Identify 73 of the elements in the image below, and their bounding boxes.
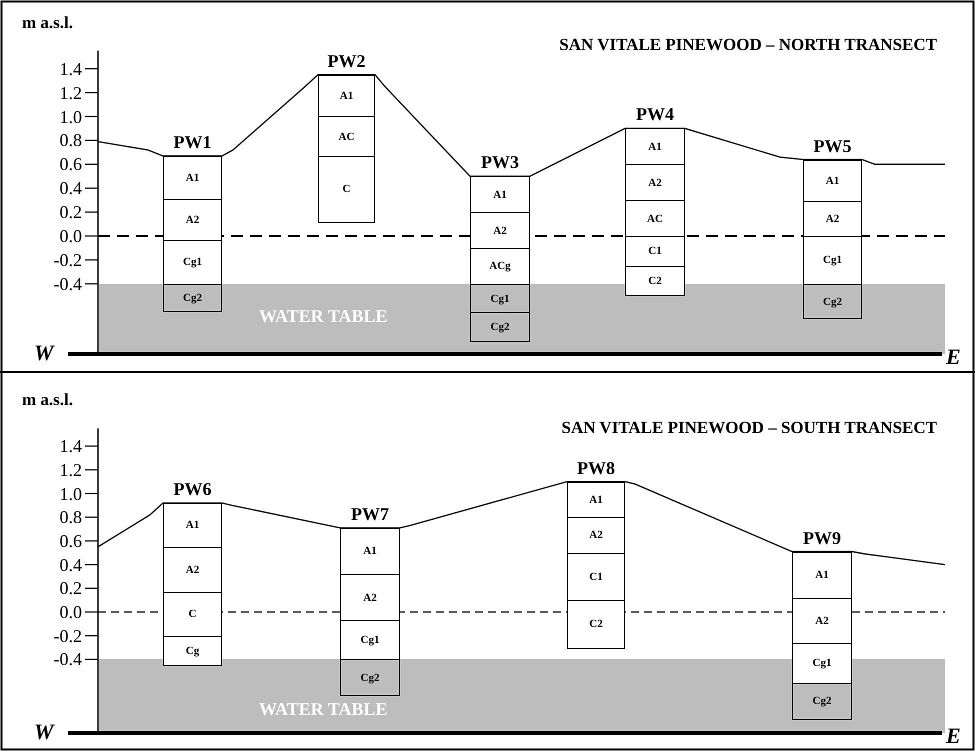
axis-tick-label: 0.2 [60,579,82,598]
profile-label: PW1 [172,132,212,152]
soil-horizon-box: A1 [340,528,400,576]
soil-horizon-box: Cg1 [340,620,400,660]
soil-horizon-box: ACg [470,248,530,285]
axis-tick-label: 1.0 [60,108,82,126]
soil-horizon-box: Cg2 [792,683,852,720]
soil-horizon-box: A2 [803,201,862,237]
soil-horizon-box: C [318,156,375,223]
direction-label: E [946,346,961,368]
profile-label: PW7 [350,504,390,524]
soil-horizon-box: A2 [340,574,400,622]
soil-horizon-box: Cg2 [470,312,530,342]
soil-horizon-box: A1 [318,74,375,118]
axis-tick-label: 1.4 [60,60,82,78]
axis-tick-label: 0.0 [60,603,82,621]
soil-horizon-box: A2 [470,212,530,249]
profile-label: PW9 [802,528,842,548]
soil-horizon-box: A1 [625,128,685,166]
profile-label: PW4 [635,104,675,124]
axis-tick-label: -0.2 [54,250,82,269]
axis-tick-label: 0.4 [60,179,82,198]
panel-title: SAN VITALE PINEWOOD – NORTH TRANSECT [559,36,937,53]
soil-horizon-box: C2 [567,600,625,649]
profile-label: PW2 [326,50,366,71]
soil-horizon-box: A1 [803,160,862,202]
soil-horizon-box: C2 [625,266,685,296]
axis-tick-label: 0.8 [60,131,82,150]
soil-horizon-box: A2 [163,198,222,241]
soil-horizon-box: AC [625,200,685,237]
panel-title: SAN VITALE PINEWOOD – SOUTH TRANSECT [561,419,937,436]
axis-tick-label: -0.4 [54,650,82,668]
axis-tick-label: 1.4 [60,437,82,456]
axis-tick-label: -0.4 [54,274,82,293]
soil-horizon-box: Cg1 [163,240,222,285]
soil-horizon-box: Cg1 [792,642,852,684]
soil-horizon-box: A2 [625,164,685,202]
direction-label: W [34,342,54,364]
axis-tick-label: 0.0 [60,227,82,245]
soil-horizon-box: Cg2 [340,659,400,696]
soil-horizon-box: Cg1 [803,236,862,285]
soil-horizon-box: AC [318,116,375,157]
soil-horizon-box: Cg [163,636,222,666]
profile-label: PW5 [812,136,852,156]
axis-tick-label: 1.0 [60,484,82,502]
axis-tick-label: 0.2 [60,203,82,222]
profile-label: PW8 [576,458,616,478]
soil-horizon-box: C1 [567,552,625,602]
axis-tick-label: 1.2 [60,460,82,479]
profile-label: PW6 [172,478,212,499]
axis-tick-label: 0.4 [60,556,82,574]
axis-tick-label: 0.6 [60,532,82,550]
soil-horizon-box: A1 [470,176,530,214]
direction-label: W [34,721,54,743]
soil-horizon-box: A2 [792,598,852,644]
soil-horizon-box: A1 [163,502,222,548]
axis-tick-label: -0.2 [54,626,82,645]
soil-horizon-box: Cg2 [803,284,862,320]
soil-horizon-box: A1 [567,482,625,518]
axis-tick-label: 0.6 [60,155,82,174]
soil-horizon-box: A2 [163,546,222,593]
soil-horizon-box: C1 [625,236,685,267]
axis-tick-label: 1.2 [60,84,82,102]
profile-label: PW3 [480,152,520,172]
soil-horizon-box: A1 [163,156,222,200]
soil-horizon-box: A1 [792,552,852,599]
axis-tick-label: 0.8 [60,508,82,526]
direction-label: E [946,725,961,747]
axis-unit-label: m a.s.l. [22,391,73,408]
soil-horizon-box: A2 [567,517,625,554]
soil-horizon-box: Cg2 [163,284,222,312]
axis-unit-label: m a.s.l. [22,14,73,31]
soil-horizon-box: C [163,592,222,637]
